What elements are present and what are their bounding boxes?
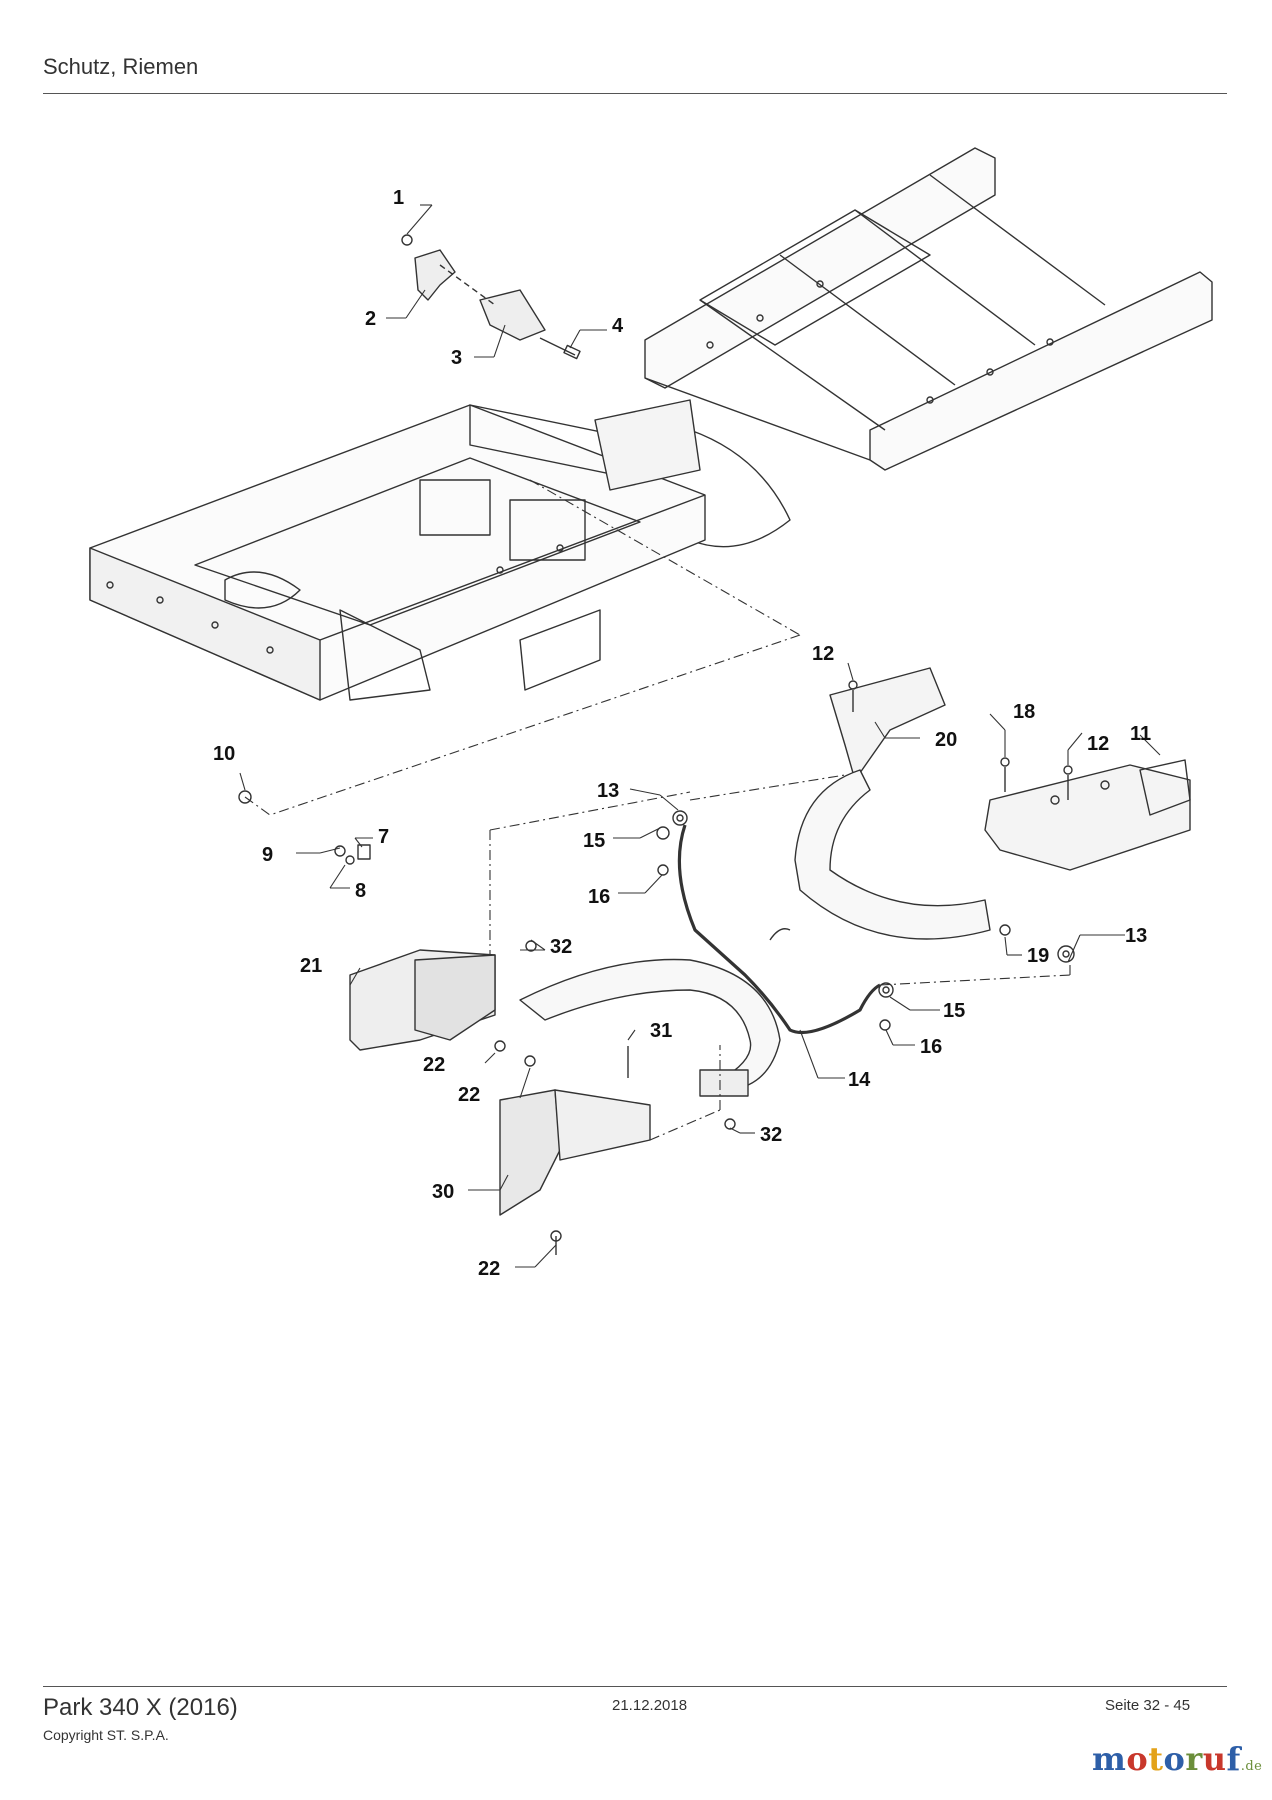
callout-11: 11 [1130, 723, 1151, 745]
rear-frame [644, 147, 1213, 548]
callout-16-left: 16 [588, 886, 610, 908]
belt-guard-left [349, 949, 781, 1097]
callout-9: 9 [262, 844, 273, 866]
callout-32-lower: 32 [760, 1124, 782, 1146]
callout-7: 7 [378, 826, 389, 848]
callout-15-right: 15 [943, 1000, 965, 1022]
callout-30: 30 [432, 1181, 454, 1203]
main-frame [89, 399, 706, 701]
footer-divider [43, 1686, 1227, 1687]
callout-2: 2 [365, 308, 376, 330]
belt-guard-lower [499, 1089, 651, 1216]
fasteners [494, 680, 1075, 1255]
copyright-text: Copyright ST. S.P.A. [43, 1727, 169, 1743]
belt-guide-rod [677, 824, 881, 1035]
callout-14: 14 [848, 1069, 871, 1091]
callout-8: 8 [355, 880, 366, 902]
page-title: Schutz, Riemen [43, 54, 199, 79]
callout-12-right: 12 [1087, 733, 1109, 755]
logo-suffix: .de [1240, 1759, 1263, 1774]
alignment-lines [244, 479, 1071, 1141]
header-divider [43, 93, 1227, 94]
model-name: Park 340 X (2016) [43, 1694, 238, 1721]
callout-22-lower: 22 [478, 1258, 500, 1280]
small-hardware-left [238, 790, 371, 865]
callout-18: 18 [1013, 701, 1035, 723]
page-number: Seite 32 - 45 [1105, 1697, 1191, 1714]
upper-bracket-assembly [401, 234, 581, 360]
callout-3: 3 [451, 347, 462, 369]
callout-13-right: 13 [1125, 925, 1147, 947]
logo-wordmark: motoruf [1092, 1740, 1241, 1778]
guard-assembly-right [794, 667, 1191, 940]
callout-32-upper: 32 [550, 936, 572, 958]
callout-1: 1 [393, 187, 404, 209]
leader-lines [239, 204, 1161, 1268]
callout-31: 31 [650, 1020, 672, 1042]
callout-15-left: 15 [583, 830, 605, 852]
callout-4: 4 [612, 315, 624, 337]
callout-12-upper: 12 [812, 643, 834, 665]
callout-10: 10 [213, 743, 235, 765]
motoruf-logo[interactable]: motoruf.de [1092, 1740, 1262, 1778]
callout-22-upper: 22 [423, 1054, 445, 1076]
callout-21: 21 [300, 955, 322, 977]
document-date: 21.12.2018 [612, 1697, 688, 1714]
callout-19: 19 [1027, 945, 1049, 967]
callout-13-left: 13 [597, 780, 619, 802]
callout-22-middle: 22 [458, 1084, 480, 1106]
callout-16-right: 16 [920, 1036, 942, 1058]
callout-20: 20 [935, 729, 957, 751]
